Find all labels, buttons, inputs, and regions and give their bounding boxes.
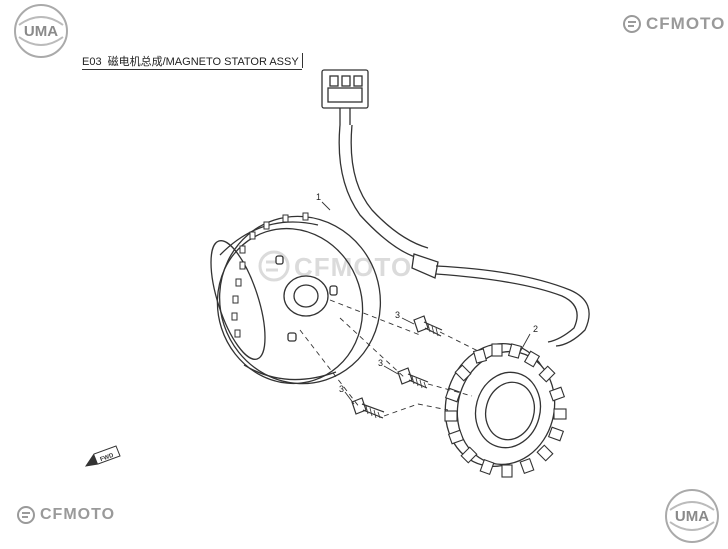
watermark-text: CFMOTO [294,252,412,282]
fwd-label: FWD [100,453,116,464]
uma-logo: UMA [13,3,69,59]
cfmoto-brand-top: CFMOTO [622,14,725,34]
flywheel-rotor [210,212,382,385]
callout-1: 1 [316,192,321,202]
bolt-middle [397,367,429,389]
cfmoto-text: CFMOTO [646,14,726,33]
callout-3-middle: 3 [378,358,383,368]
callout-2: 2 [533,324,538,334]
cfmoto-icon [17,506,35,524]
cfmoto-icon [623,15,641,33]
bolt-upper [413,315,443,337]
stator [444,342,567,478]
diagram-title-text: 磁电机总成/MAGNETO STATOR ASSY [107,56,299,68]
callout-3-lower: 3 [339,384,344,394]
callout-3-upper: 3 [395,310,400,320]
bolts [351,315,443,419]
diagram-code: E03 [82,56,102,68]
diagram-title: E03 磁电机总成/MAGNETO STATOR ASSY [82,53,305,69]
cfmoto-brand-bottom: CFMOTO [16,505,115,525]
diagram-title-box: E03 磁电机总成/MAGNETO STATOR ASSY [82,53,305,70]
leader-lines [299,201,531,417]
wire-harness [321,69,590,347]
fwd-arrow-icon: FWD [84,445,121,467]
uma-logo-text: UMA [675,508,709,525]
bolt-lower [351,397,385,419]
uma-logo-text: UMA [24,23,58,40]
uma-logo: UMA [664,488,720,544]
cfmoto-text: CFMOTO [40,506,116,523]
